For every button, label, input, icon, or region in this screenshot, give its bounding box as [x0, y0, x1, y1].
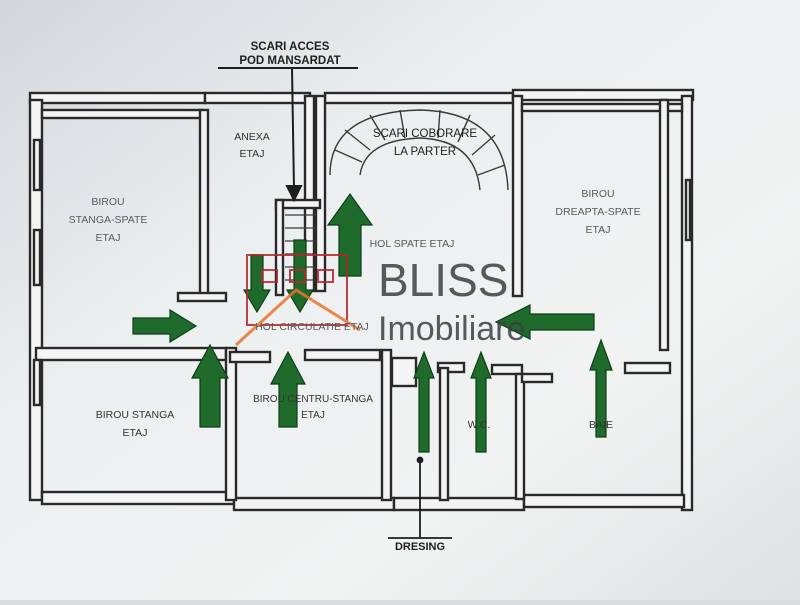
- arrow-down-1: [242, 254, 272, 314]
- wall-top-left: [28, 91, 207, 105]
- label-anexa-line2: ETAJ: [240, 148, 265, 160]
- wall-anexa-left: [198, 108, 210, 297]
- label-wc: W.C.: [468, 419, 491, 431]
- wall-bottom-mid: [232, 496, 396, 512]
- label-scari-line2: LA PARTER: [394, 146, 456, 158]
- walls: [28, 88, 695, 512]
- label-birou-stanga-line1: BIROU STANGA: [96, 409, 175, 421]
- watermark-window-3: [317, 269, 334, 283]
- evacuation-arrows: [132, 192, 613, 453]
- wall-stairs-left: [314, 94, 327, 293]
- watermark-brand-line2: Imobiliare: [378, 310, 525, 348]
- wall-birou-stanga-top: [34, 346, 228, 362]
- wall-wc-top-right: [490, 363, 524, 376]
- wall-top-center: [323, 91, 515, 105]
- room-labels: SCARI ACCES POD MANSARDAT ANEXA ETAJ SCA…: [69, 41, 641, 553]
- wall-dresing-corner: [390, 356, 418, 388]
- arrow-up-dresing: [413, 350, 435, 453]
- wall-baie-top-left: [520, 372, 554, 384]
- label-dresing: DRESING: [395, 541, 445, 553]
- wall-right-inner-top: [520, 102, 684, 113]
- wall-hol-left-stub: [176, 291, 228, 303]
- label-hol-circulatie: HOL CIRCULATIE ETAJ: [255, 321, 369, 333]
- wall-right-inner-vertical: [658, 98, 670, 352]
- wall-top-mid: [203, 91, 312, 105]
- wall-baie-top-right: [623, 361, 672, 375]
- wall-birou-cs-top-right: [303, 348, 382, 362]
- window-left-1: [32, 138, 42, 192]
- label-scari-line1: SCARI COBORARE: [373, 128, 477, 140]
- wall-bottom-center: [392, 496, 526, 512]
- wall-access-box-left: [274, 198, 285, 297]
- label-hol-spate: HOL SPATE ETAJ: [370, 238, 455, 250]
- label-birou-ds-line2: DREAPTA-SPATE: [555, 206, 640, 218]
- arrow-up-birou-stanga: [190, 343, 230, 428]
- spiral-staircase: [329, 109, 509, 191]
- wall-wc-right: [514, 372, 526, 501]
- label-birou-ss-line1: BIROU: [91, 196, 124, 208]
- label-access-line1: SCARI ACCES: [251, 41, 330, 53]
- window-left-3: [32, 358, 42, 407]
- watermark-window-1: [261, 269, 278, 283]
- arrow-up-baie: [589, 338, 613, 438]
- access-pointer: [218, 67, 358, 203]
- bliss-watermark: BLISS Imobiliare: [234, 254, 525, 348]
- wall-inner-top-left: [40, 108, 204, 120]
- label-anexa-line1: ANEXA: [234, 131, 270, 143]
- wall-birou-stanga-right: [224, 346, 238, 502]
- label-birou-ss-line2: STANGA-SPATE: [69, 214, 148, 226]
- label-access-line2: POD MANSARDAT: [239, 55, 340, 67]
- wall-birou-cs-right: [380, 348, 393, 502]
- label-baie: BAIE: [589, 419, 613, 431]
- wall-bottom-left: [40, 490, 236, 506]
- arrow-left-hol: [494, 304, 595, 340]
- label-birou-ss-line3: ETAJ: [96, 232, 121, 244]
- arrow-up-birou-cs: [270, 350, 306, 428]
- watermark-roof-icon: [234, 288, 361, 347]
- label-birou-stanga-line2: ETAJ: [123, 427, 148, 439]
- wall-right-inner: [511, 94, 524, 298]
- arrow-up-wc: [470, 350, 492, 453]
- wall-right: [680, 94, 694, 512]
- watermark-logo-frame: [246, 254, 348, 326]
- label-birou-cs-line1: BIROU CENTRU-STANGA: [253, 394, 373, 405]
- watermark-brand-line1: BLISS: [378, 254, 508, 306]
- wall-wc-left: [438, 366, 450, 502]
- dresing-pointer: [388, 456, 452, 539]
- arrow-right-hol: [132, 308, 198, 344]
- label-birou-ds-line1: BIROU: [581, 188, 614, 200]
- label-birou-ds-line3: ETAJ: [586, 224, 611, 236]
- wall-birou-cs-top-left: [228, 350, 272, 364]
- window-right-1: [684, 178, 692, 242]
- wall-bottom-right: [522, 493, 686, 509]
- label-birou-cs-line2: ETAJ: [301, 410, 325, 421]
- watermark-window-2: [289, 269, 306, 283]
- window-left-2: [32, 228, 42, 287]
- wall-wc-top-left: [436, 361, 466, 374]
- wall-top-right: [511, 88, 695, 102]
